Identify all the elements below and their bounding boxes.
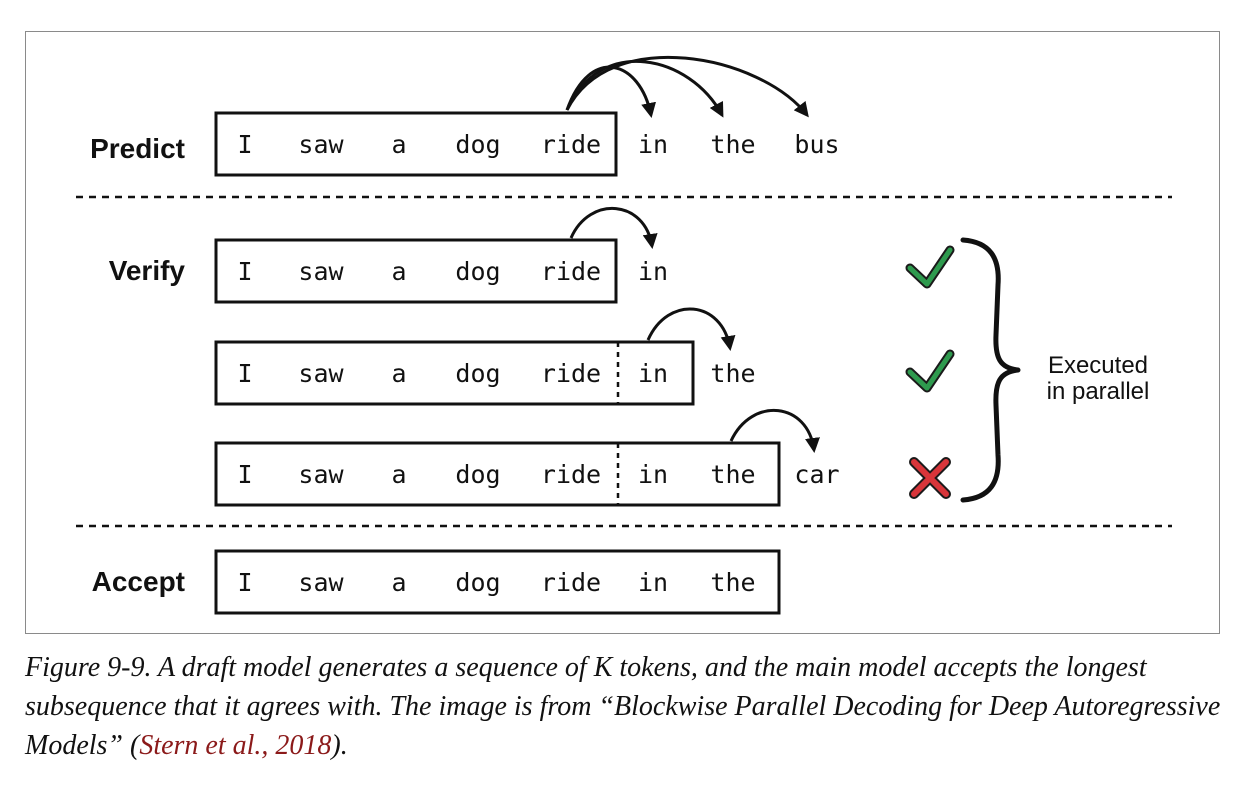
accept-row: I saw a dog ride in the bbox=[214, 549, 781, 615]
verify-row-3: I saw a dog ride in the car bbox=[214, 408, 951, 507]
token: saw bbox=[298, 359, 344, 388]
prediction-arrow bbox=[565, 60, 724, 118]
verify-arrow bbox=[646, 307, 736, 351]
citation-link[interactable]: Stern et al., 2018 bbox=[139, 730, 332, 761]
verify-row-2: I saw a dog ride in the bbox=[214, 307, 955, 406]
caption-text: Figure 9-9. A draft model generates a se… bbox=[25, 652, 1221, 761]
context-box bbox=[214, 340, 695, 406]
verify-arrow bbox=[729, 408, 820, 453]
token: the bbox=[710, 568, 755, 597]
token: I bbox=[237, 359, 252, 388]
rejected-token: car bbox=[794, 460, 839, 489]
token: ride bbox=[541, 130, 601, 159]
token: dog bbox=[455, 460, 500, 489]
predicted-token: bus bbox=[794, 130, 839, 159]
token: in bbox=[638, 460, 668, 489]
caption-tail: ). bbox=[331, 730, 348, 761]
token: a bbox=[391, 257, 406, 286]
parallel-note-line1: Executed bbox=[1048, 352, 1148, 379]
token: in bbox=[638, 359, 668, 388]
token: ride bbox=[541, 359, 601, 388]
token: dog bbox=[455, 257, 500, 286]
check-icon-fill bbox=[907, 351, 953, 391]
token: I bbox=[237, 130, 252, 159]
token: dog bbox=[455, 568, 500, 597]
parallel-brace bbox=[960, 237, 1021, 503]
context-box bbox=[214, 238, 618, 304]
stage-label-accept: Accept bbox=[92, 566, 185, 597]
token: saw bbox=[298, 568, 344, 597]
predicted-token: the bbox=[710, 130, 755, 159]
prediction-arrow bbox=[565, 55, 809, 118]
token: saw bbox=[298, 257, 344, 286]
verify-row-1: I saw a dog ride in bbox=[214, 206, 955, 304]
token: I bbox=[237, 460, 252, 489]
token: dog bbox=[455, 130, 500, 159]
parallel-note-line2: in parallel bbox=[1047, 378, 1150, 405]
accepted-box bbox=[214, 549, 781, 615]
token: saw bbox=[298, 130, 344, 159]
token: a bbox=[391, 568, 406, 597]
check-icon-fill bbox=[907, 247, 953, 287]
stage-label-verify: Verify bbox=[109, 255, 186, 286]
token: dog bbox=[455, 359, 500, 388]
token: a bbox=[391, 359, 406, 388]
context-box bbox=[214, 441, 781, 507]
token: in bbox=[638, 568, 668, 597]
verify-arrow bbox=[569, 206, 658, 249]
context-box bbox=[214, 111, 618, 177]
predict-row: I saw a dog ride in the bus bbox=[214, 55, 840, 177]
figure-frame bbox=[25, 31, 1220, 634]
verified-token: in bbox=[638, 257, 668, 286]
stage-label-predict: Predict bbox=[90, 133, 185, 164]
token: I bbox=[237, 257, 252, 286]
cross-icon bbox=[909, 457, 951, 499]
token: a bbox=[391, 460, 406, 489]
token: the bbox=[710, 460, 755, 489]
token: ride bbox=[541, 568, 601, 597]
token: a bbox=[391, 130, 406, 159]
predicted-token: in bbox=[638, 130, 668, 159]
figure-caption: Figure 9-9. A draft model generates a se… bbox=[25, 648, 1230, 765]
verified-token: the bbox=[710, 359, 755, 388]
token: ride bbox=[541, 460, 601, 489]
token: I bbox=[237, 568, 252, 597]
token: ride bbox=[541, 257, 601, 286]
token: saw bbox=[298, 460, 344, 489]
speculative-decoding-diagram: Predict Verify Accept I saw a dog ride i… bbox=[76, 55, 1172, 615]
